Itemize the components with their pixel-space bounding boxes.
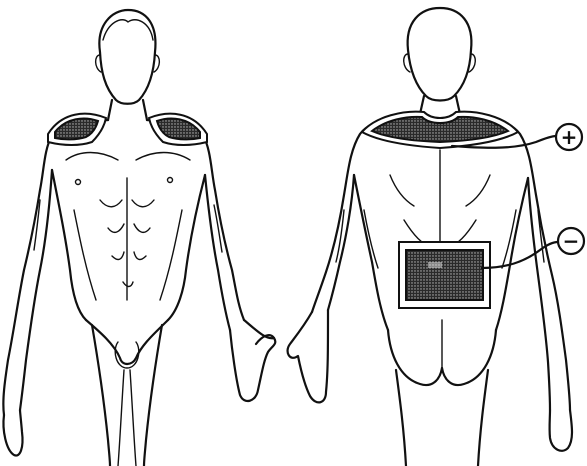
negative-terminal: −: [558, 228, 584, 254]
back-body-figure: [288, 8, 572, 466]
back-upper-shoulder-pad: [362, 112, 518, 148]
positive-terminal: +: [556, 124, 582, 150]
front-right-shoulder-pad: [149, 114, 207, 145]
front-left-shoulder-pad: [48, 114, 106, 145]
back-lumbar-pad: [399, 242, 490, 308]
front-body-figure: [3, 10, 275, 466]
positive-terminal-label: +: [561, 125, 578, 149]
negative-terminal-label: −: [563, 229, 580, 253]
